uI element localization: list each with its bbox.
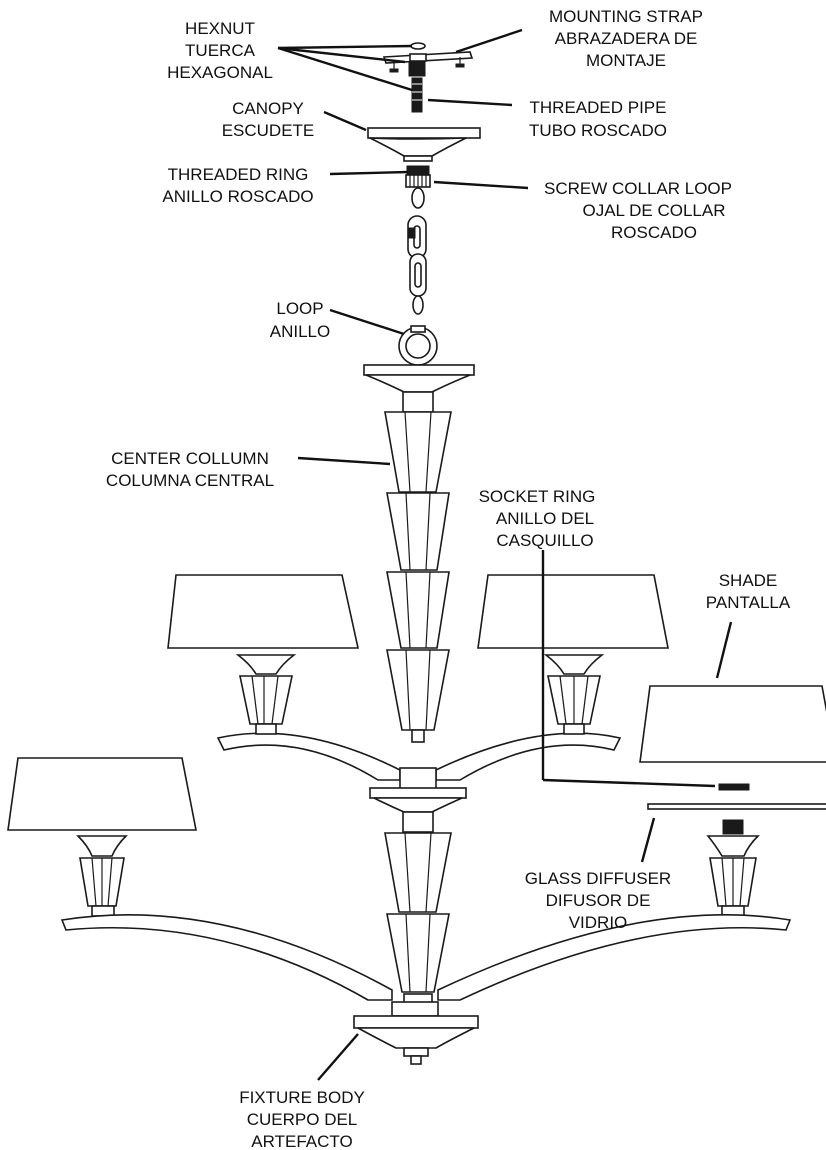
canopy	[367, 127, 481, 162]
threaded-ring	[406, 165, 430, 175]
fixture-body	[353, 1015, 479, 1065]
label-screw-collar-loop-line2: OJAL DE COLLAR	[583, 201, 726, 220]
label-threaded-ring-line2: ANILLO ROSCADO	[162, 187, 313, 206]
label-loop: LOOP ANILLO	[270, 299, 330, 341]
label-threaded-ring-line1: THREADED RING	[168, 165, 309, 184]
label-socket-ring-line3: CASQUILLO	[496, 531, 593, 550]
upper-left-light	[167, 574, 359, 735]
label-fixture-body: FIXTURE BODY CUERPO DEL ARTEFACTO	[239, 1088, 365, 1150]
label-glass-diffuser-line2: DIFUSOR DE	[546, 891, 651, 910]
label-screw-collar-loop: SCREW COLLAR LOOP OJAL DE COLLAR ROSCADO	[544, 179, 732, 242]
label-fixture-body-line1: FIXTURE BODY	[239, 1088, 365, 1107]
label-mounting-strap-line2: ABRAZADERA DE	[555, 29, 698, 48]
label-threaded-pipe-line1: THREADED PIPE	[530, 98, 667, 117]
label-socket-ring-line2: ANILLO DEL	[496, 509, 594, 528]
label-mounting-strap-line3: MONTAJE	[586, 51, 666, 70]
screw-collar-loop	[405, 174, 431, 209]
upper-arms	[216, 732, 622, 833]
label-canopy-line2: ESCUDETE	[222, 121, 315, 140]
label-shade-line1: SHADE	[719, 571, 778, 590]
threaded-pipe	[408, 61, 426, 113]
exploded-shade	[639, 685, 826, 763]
leader-lines	[277, 28, 733, 1081]
label-screw-collar-loop-line1: SCREW COLLAR LOOP	[544, 179, 732, 198]
loop	[398, 325, 438, 366]
label-canopy: CANOPY ESCUDETE	[222, 99, 315, 140]
label-shade-line2: PANTALLA	[706, 593, 791, 612]
label-fixture-body-line3: ARTEFACTO	[251, 1132, 352, 1150]
hexnut	[409, 42, 427, 62]
label-threaded-ring: THREADED RING ANILLO ROSCADO	[162, 165, 313, 206]
label-canopy-line1: CANOPY	[232, 99, 304, 118]
label-loop-line2: ANILLO	[270, 322, 330, 341]
label-mounting-strap: MOUNTING STRAP ABRAZADERA DE MONTAJE	[549, 7, 703, 70]
label-hexnut-line2: TUERCA	[185, 41, 256, 60]
label-socket-ring-line1: SOCKET RING	[479, 487, 596, 506]
label-threaded-pipe-line2: TUBO ROSCADO	[529, 121, 667, 140]
socket-ring	[718, 783, 750, 791]
top-cup	[363, 364, 475, 413]
label-hexnut-line1: HEXNUT	[185, 19, 255, 38]
label-center-column-line1: CENTER COLLUMN	[111, 449, 269, 468]
label-threaded-pipe: THREADED PIPE TUBO ROSCADO	[529, 98, 667, 140]
lower-arms	[60, 913, 792, 1017]
label-loop-line1: LOOP	[276, 299, 323, 318]
label-glass-diffuser: GLASS DIFFUSER DIFUSOR DE VIDRIO	[525, 869, 671, 932]
upper-right-light	[477, 574, 669, 735]
label-socket-ring: SOCKET RING ANILLO DEL CASQUILLO	[479, 487, 596, 550]
label-mounting-strap-line1: MOUNTING STRAP	[549, 7, 703, 26]
exploded-socket-cup	[706, 819, 760, 917]
label-center-column: CENTER COLLUMN COLUMNA CENTRAL	[106, 449, 274, 490]
label-center-column-line2: COLUMNA CENTRAL	[106, 471, 274, 490]
label-glass-diffuser-line3: VIDRIO	[569, 913, 628, 932]
lower-left-light	[7, 757, 197, 917]
glass-diffuser	[647, 803, 826, 810]
label-shade: SHADE PANTALLA	[706, 571, 791, 612]
label-hexnut: HEXNUT TUERCA HEXAGONAL	[167, 19, 273, 82]
label-glass-diffuser-line1: GLASS DIFFUSER	[525, 869, 671, 888]
label-fixture-body-line2: CUERPO DEL	[247, 1110, 358, 1129]
label-hexnut-line3: HEXAGONAL	[167, 63, 273, 82]
center-column	[384, 411, 452, 743]
chain	[407, 215, 427, 315]
center-column-lower	[384, 832, 452, 1005]
label-screw-collar-loop-line3: ROSCADO	[611, 223, 697, 242]
